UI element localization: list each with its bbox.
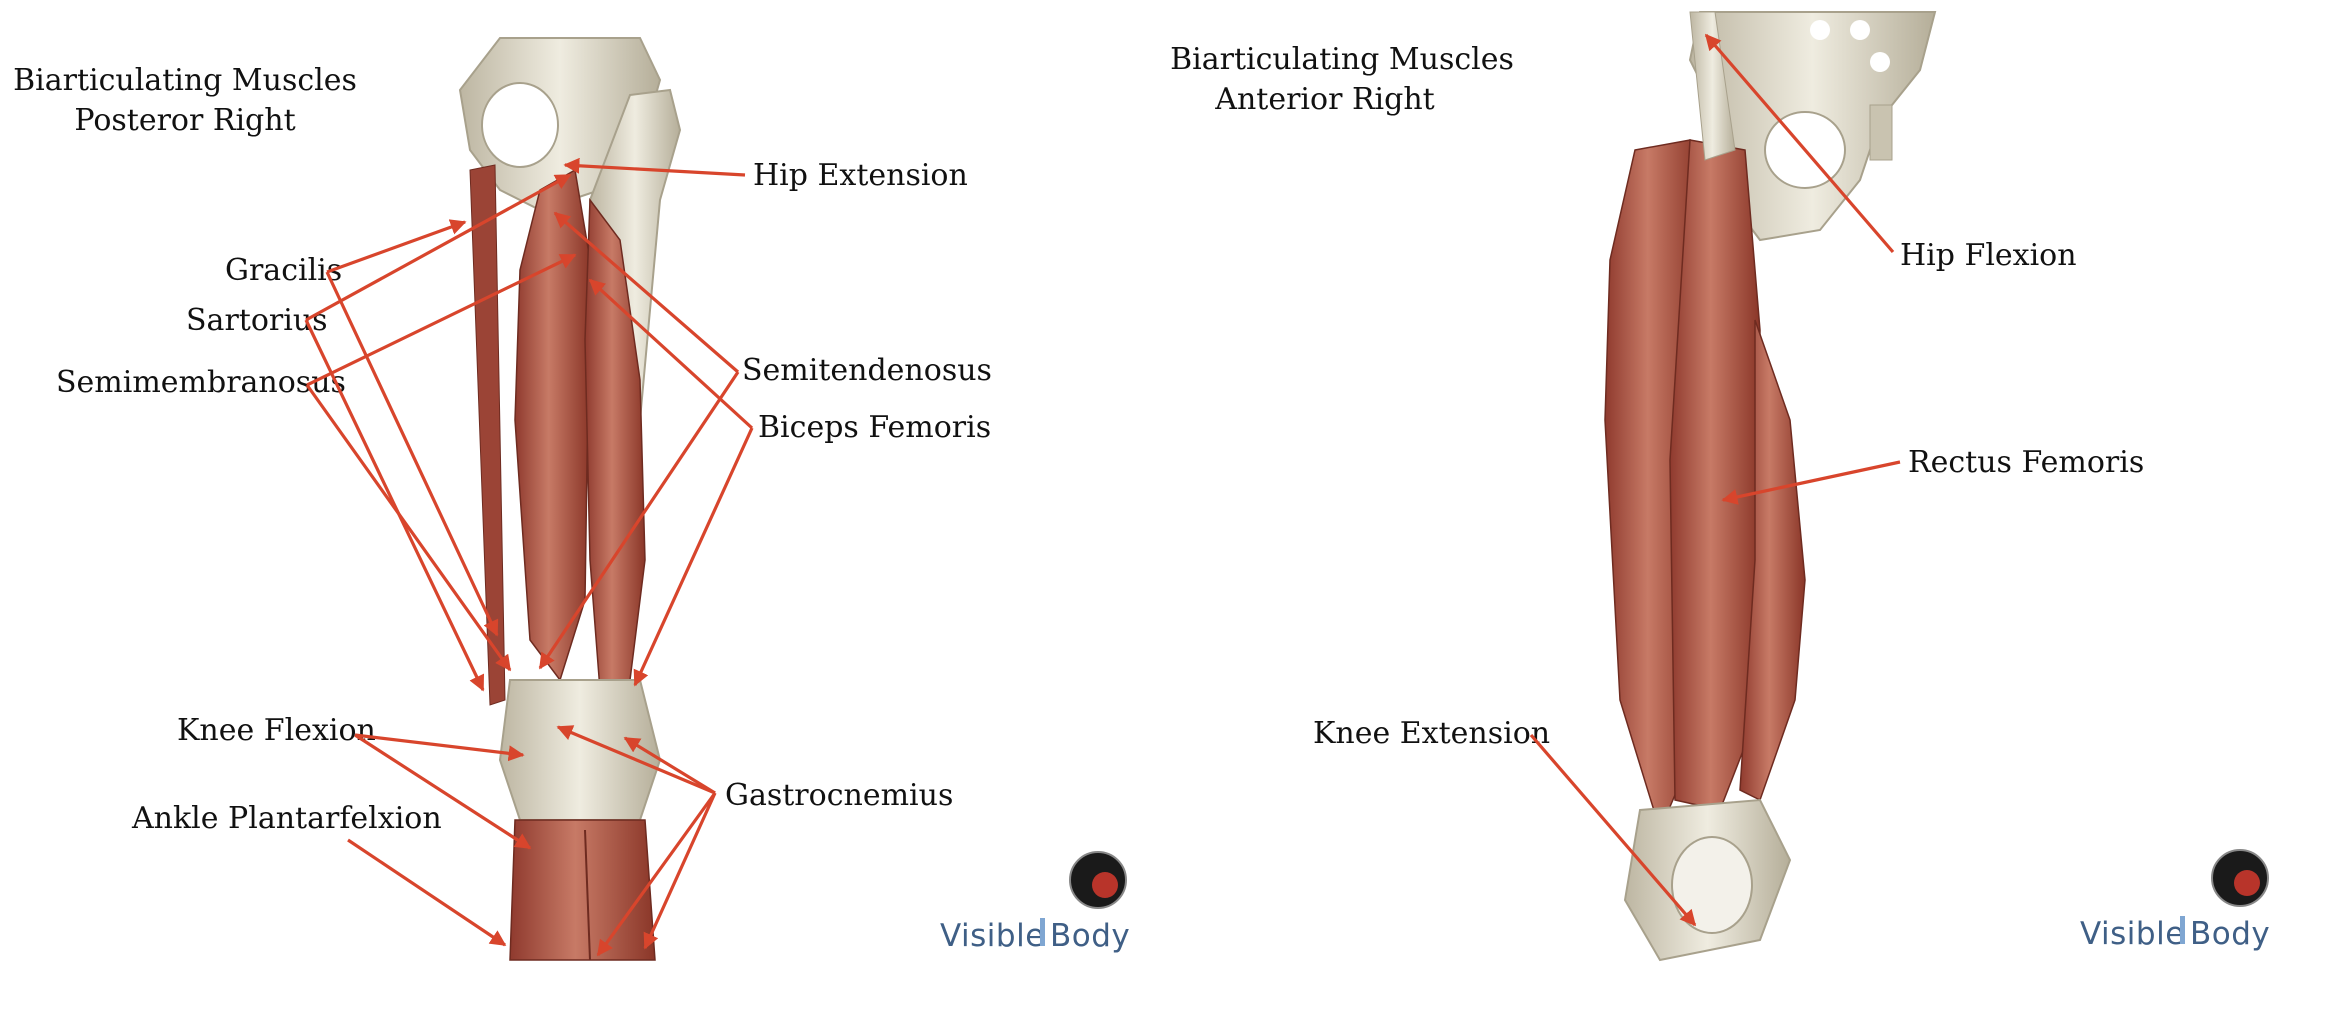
- label-knee-flexion: Knee Flexion: [177, 713, 376, 748]
- arrow-sartorius-1: [305, 173, 572, 322]
- arrow-semimembranosus-1: [306, 253, 577, 387]
- arrow-semitendenosus-2: [538, 371, 740, 670]
- arrow-knee-extension: [1529, 733, 1697, 927]
- label-hip-flexion: Hip Flexion: [1900, 238, 2077, 273]
- label-rectus-femoris: Rectus Femoris: [1908, 445, 2144, 480]
- vastus-medialis-muscle: [1739, 319, 1806, 802]
- arrow-gastrocnemius-4: [643, 792, 717, 950]
- arrow-hip-extension: [563, 157, 746, 177]
- label-semimembranosus: Semimembranosus: [56, 365, 346, 400]
- label-gracilis: Gracilis: [225, 253, 342, 288]
- patella: [1671, 836, 1753, 934]
- arrow-rectus-femoris: [1721, 460, 1901, 505]
- anterior-title-line2: Anterior Right: [1214, 82, 1434, 117]
- label-hip-extension: Hip Extension: [753, 158, 968, 193]
- posterior-title-line1: Biarticulating Muscles: [13, 63, 357, 98]
- label-biceps-femoris: Biceps Femoris: [758, 410, 991, 445]
- anterior-title-line1: Biarticulating Muscles: [1170, 42, 1514, 77]
- visible-body-logo: Visible Body: [940, 851, 1130, 954]
- obturator-opening: [481, 82, 559, 168]
- gastrocnemius-muscle: [509, 819, 656, 961]
- label-gastrocnemius: Gastrocnemius: [725, 778, 953, 813]
- arrow-gastrocnemius-3: [596, 792, 717, 957]
- label-knee-extension: Knee Extension: [1313, 716, 1550, 751]
- logo-wordmark-visible: Visible: [2080, 916, 2185, 952]
- arrow-gastrocnemius-1: [556, 725, 716, 795]
- label-semitendenosus: Semitendenosus: [742, 353, 992, 388]
- posterior-panel: Biarticulating Muscles Posteror Right Hi…: [13, 37, 1130, 961]
- arrow-ankle-plantarflexion: [347, 838, 507, 947]
- arrow-semitendenosus-1: [553, 211, 740, 374]
- logo-wordmark-body: Body: [2190, 916, 2270, 952]
- anterior-leg-illustration: [1604, 11, 1937, 962]
- posterior-arrows: [304, 157, 754, 957]
- calf-divider: [584, 829, 591, 961]
- logo-figure-icon: [1040, 918, 1045, 946]
- semimembranosus-muscle: [514, 168, 591, 682]
- label-sartorius: Sartorius: [186, 303, 328, 338]
- arrow-hip-flexion: [1704, 33, 1895, 254]
- logo-wordmark-visible: Visible: [940, 918, 1045, 954]
- arrow-sartorius-2: [304, 319, 485, 692]
- logo-wordmark-body: Body: [1050, 918, 1130, 954]
- rectus-femoris-muscle: [1669, 139, 1761, 811]
- arrow-biceps-femoris-1: [588, 278, 754, 430]
- arrow-gastrocnemius-2: [623, 736, 716, 795]
- gracilis-muscle: [469, 164, 506, 706]
- arrow-gracilis-2: [325, 271, 499, 637]
- anterior-panel: Biarticulating Muscles Anterior Right Hi…: [1170, 11, 2270, 962]
- femur-shaft: [1689, 11, 1736, 161]
- visible-body-logo: Visible Body: [2080, 849, 2270, 952]
- posterior-leg-illustration: [458, 37, 682, 961]
- arrow-biceps-femoris-2: [633, 427, 754, 687]
- logo-figure-icon: [2180, 916, 2185, 944]
- arrow-gracilis-1: [326, 219, 467, 274]
- label-ankle-plantarflexion: Ankle Plantarfelxion: [131, 801, 442, 836]
- knee-joint: [498, 679, 662, 821]
- anterior-arrows: [1529, 33, 1901, 927]
- arrow-knee-flexion-2: [354, 733, 532, 850]
- femur-head: [1869, 104, 1893, 161]
- arrow-semimembranosus-2: [305, 384, 512, 672]
- arrow-knee-flexion-1: [354, 733, 525, 762]
- posterior-title-line2: Posteror Right: [74, 103, 295, 138]
